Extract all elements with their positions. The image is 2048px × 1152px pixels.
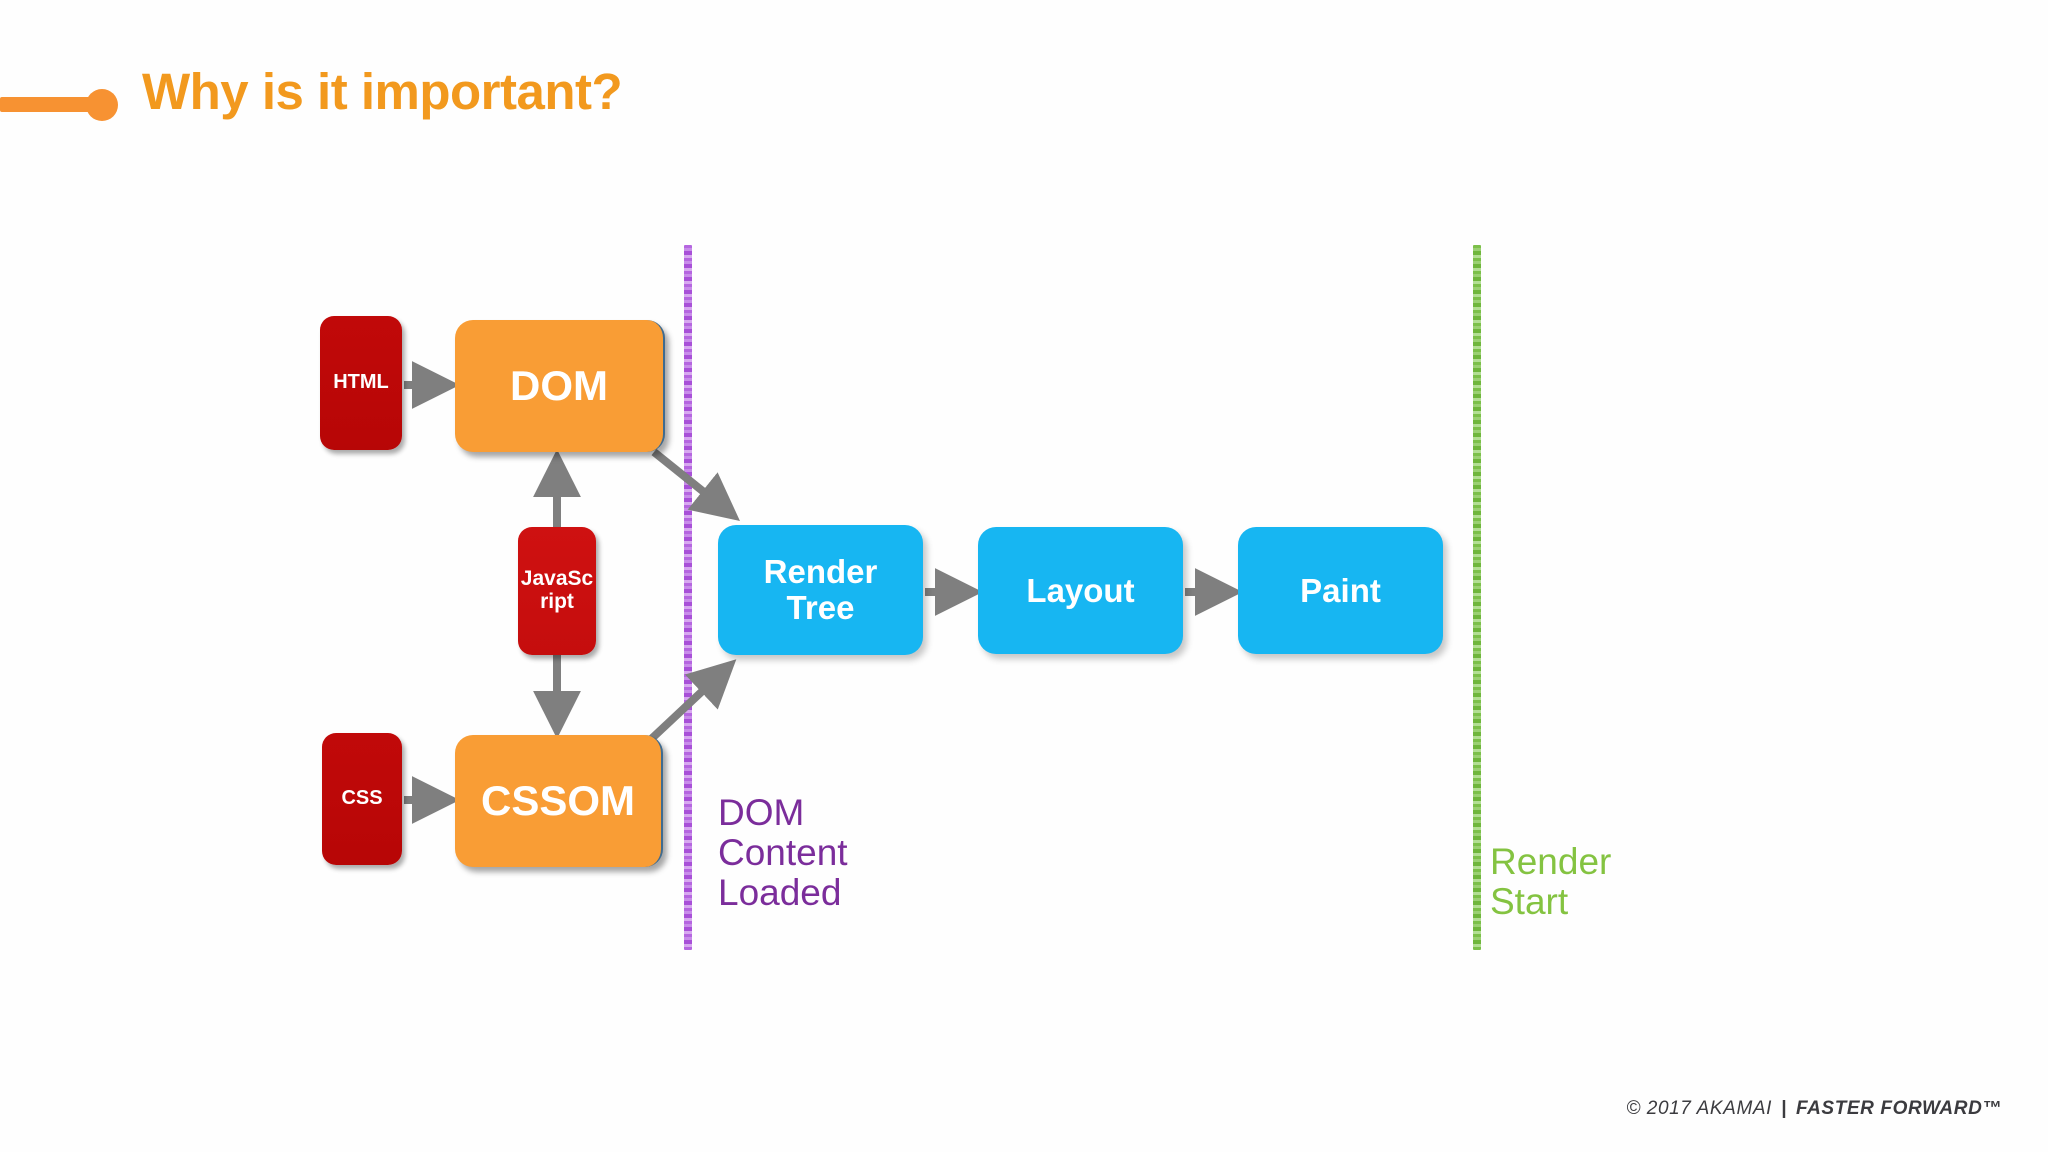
render-start-marker-line (1473, 245, 1481, 950)
render-start-label: Render Start (1490, 841, 1612, 922)
node-javascript[interactable]: JavaSc ript (518, 527, 596, 655)
title-decoration-bar (0, 97, 98, 112)
node-html[interactable]: HTML (320, 316, 402, 450)
footer-tagline: FASTER FORWARD™ (1795, 1098, 2002, 1119)
node-css[interactable]: CSS (322, 733, 402, 865)
page-title: Why is it important? (142, 63, 623, 120)
footer-copyright: © 2017 AKAMAI (1626, 1098, 1773, 1119)
node-layout[interactable]: Layout (978, 527, 1183, 654)
node-dom[interactable]: DOM (455, 320, 665, 452)
footer-separator: | (1781, 1098, 1787, 1119)
title-decoration-dot-icon (86, 89, 118, 121)
node-render-tree[interactable]: Render Tree (718, 525, 923, 655)
edge-dom-to-render-tree (651, 448, 740, 522)
slide-footer: © 2017 AKAMAI | FASTER FORWARD™ (1626, 1098, 2002, 1120)
node-paint[interactable]: Paint (1238, 527, 1443, 654)
node-cssom[interactable]: CSSOM (455, 735, 663, 867)
dom-content-loaded-label: DOM Content Loaded (718, 792, 848, 913)
dom-content-loaded-marker-line (684, 245, 692, 950)
